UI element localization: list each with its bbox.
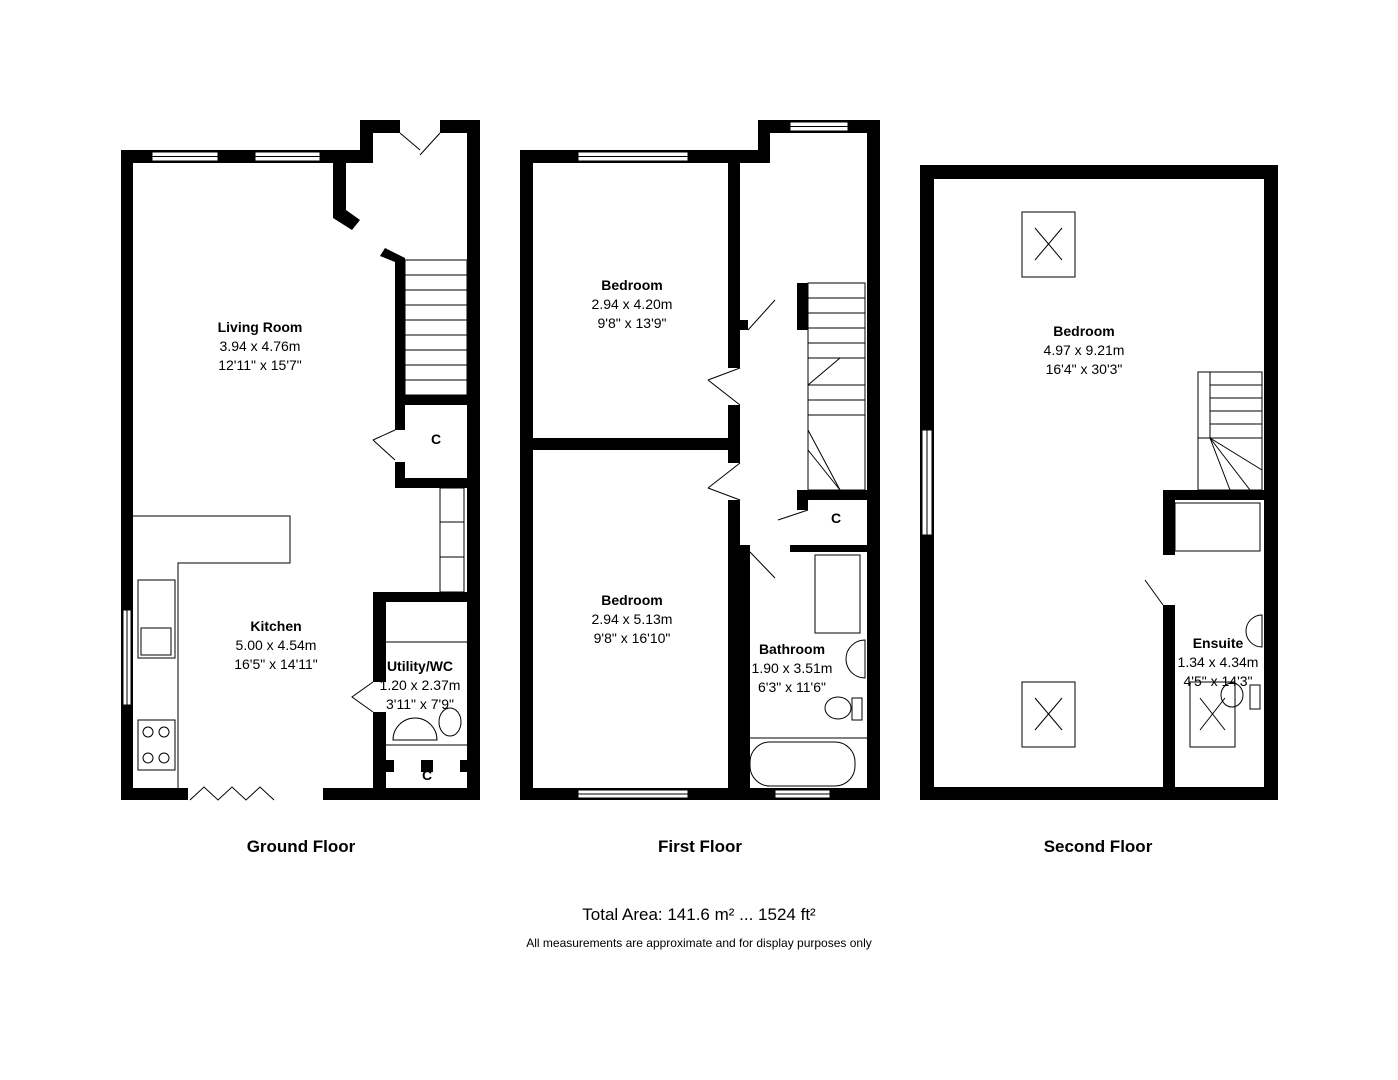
first-floor-walls bbox=[520, 120, 880, 800]
cupboard-label: C bbox=[830, 510, 842, 526]
floor-title-second: Second Floor bbox=[1043, 837, 1153, 856]
total-area: Total Area: 141.6 m² ... 1524 ft² bbox=[582, 905, 816, 924]
ground-floor-windows bbox=[122, 151, 321, 706]
floor-title-first: First Floor bbox=[657, 837, 743, 856]
ground-floor-walls bbox=[121, 120, 480, 800]
floor-title-ground: Ground Floor bbox=[246, 837, 356, 856]
ground-floor-fixtures bbox=[133, 132, 468, 801]
second-floor-walls bbox=[920, 165, 1278, 800]
first-floor-fixtures bbox=[707, 282, 867, 787]
first-floor-windows bbox=[577, 121, 849, 799]
disclaimer: All measurements are approximate and for… bbox=[526, 936, 872, 950]
cupboard-label: C bbox=[430, 431, 442, 447]
second-floor-fixtures bbox=[1021, 211, 1263, 748]
cupboard-label: C bbox=[421, 767, 433, 783]
second-floor-windows bbox=[921, 429, 933, 536]
